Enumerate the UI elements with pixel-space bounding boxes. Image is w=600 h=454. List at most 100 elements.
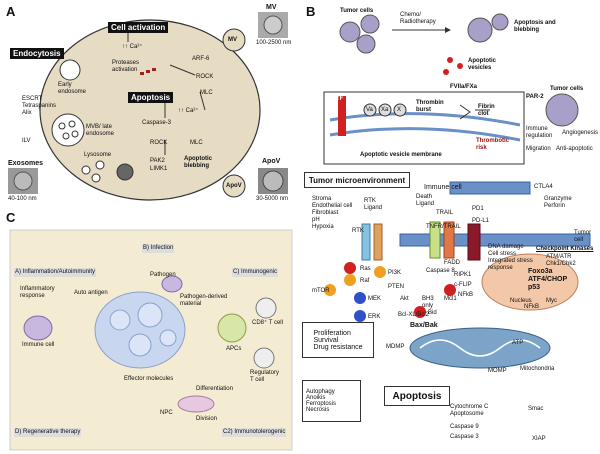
mlc-label-2: MLC <box>190 140 203 146</box>
mv-size: 100-2500 nm <box>256 40 292 46</box>
pdl1-label: PD-L1 <box>472 218 490 224</box>
mitochondria-shape <box>409 327 551 369</box>
pten-label: PTEN <box>388 284 405 290</box>
cd8-label: CD8⁺ T cell <box>252 320 283 326</box>
va-label: Va <box>366 107 373 113</box>
fadd-label: FADD <box>444 260 461 266</box>
nucleus-shape <box>481 253 579 311</box>
thrombin-label: Thrombin burst <box>416 100 444 113</box>
auto-antigen-label: Auto antigen <box>74 290 108 296</box>
panel-a: A Cell activation Endocytosis Apoptosis … <box>0 0 300 205</box>
proteases-label: Proteases activation <box>112 60 140 73</box>
tumor-cell-d-label: Tumor cell <box>574 230 592 243</box>
nfkb2-label: NFkB <box>524 304 539 310</box>
arf6-label: ARF-6 <box>192 56 210 62</box>
granzyme-label: Granzyme Perforin <box>544 196 572 209</box>
pathogen-label: Pathogen <box>150 272 176 278</box>
mv-title: MV <box>266 4 277 11</box>
immunogenic-label: C) Immunogenic <box>232 268 279 277</box>
apop-bleb-label: Apoptosis and blebbing <box>514 20 556 33</box>
par2-label: PAR-2 <box>526 94 544 100</box>
limk1-label: LIMK1 <box>150 166 168 172</box>
treg-label: Regulatory T cell <box>250 370 280 383</box>
bid-label: Bid <box>428 310 437 316</box>
panel-c-label: C <box>6 210 16 225</box>
stroma-label: Stroma Endothelial cell Fibroblast pH Hy… <box>312 196 353 230</box>
thrombotic-label: Thrombotic risk <box>476 138 509 151</box>
membrane-label: Apoptotic vesicle membrane <box>360 152 442 158</box>
division-label: Division <box>196 416 218 422</box>
myc-label: Myc <box>546 298 557 304</box>
apov-inner-label: ApoV <box>226 183 242 189</box>
tumor-cells2-label: Tumor cells <box>550 86 584 92</box>
nucleus-label: Nucleus <box>510 298 532 304</box>
ca-label-1: ↑↑ Ca²⁺ <box>122 44 143 50</box>
lysosome <box>116 163 134 181</box>
rock-label-1: ROCK <box>196 74 214 80</box>
panel-b-label: B <box>306 4 316 19</box>
cell-body <box>39 19 261 201</box>
autophagy-box: Autophagy Anoikis Ferroptosis Necrosis <box>302 380 361 422</box>
tumor-cells-label: Tumor cells <box>340 8 374 14</box>
baxbak-label: Bax/Bak <box>410 322 438 329</box>
trail-label: TRAIL <box>436 210 454 216</box>
immune-cell-shape <box>23 315 53 341</box>
mlc-label-1: MLC <box>200 90 213 96</box>
blebbing-label: Apoptotic blebbing <box>184 156 212 169</box>
death-ligand-label: Death Ligand <box>416 194 435 207</box>
apop-vesicles-label: Apoptotic vesicles <box>468 58 496 71</box>
tnfr-label: TNFR/TRAIL <box>426 224 461 230</box>
dna-damage-label: DNA damage Cell stress Integrated stress… <box>488 244 533 271</box>
immune-cell-label: Immune cell <box>22 342 55 348</box>
caspase8-label: Caspase 8 <box>426 268 455 274</box>
smac-label: Smac <box>528 406 544 412</box>
mdmp-label: MDMP <box>386 344 405 350</box>
apov-size: 30-5000 nm <box>256 196 289 202</box>
casp3-label: Caspase 3 <box>450 434 479 440</box>
xiap-label: XIAP <box>532 436 546 442</box>
apoptosis-box: Apoptosis <box>384 386 450 406</box>
mv-inner-label: MV <box>228 37 237 43</box>
checkpoint-label: Checkpoint Kinases <box>536 246 594 252</box>
regenerative-label: D) Regenerative therapy <box>14 428 82 437</box>
endocytosis-label: Endocytosis <box>10 48 64 60</box>
prolif-box: Proliferation Survival Drug resistance <box>302 322 374 358</box>
differentiation-label: Differentiation <box>196 386 233 392</box>
fviia-label: FVIIa/FXa <box>450 84 478 90</box>
pi3k-label: PI3K <box>388 270 402 276</box>
pathogen-derived-label: Pathogen-derived material <box>180 294 228 307</box>
migration-label: Migration <box>526 146 551 152</box>
atm-label: ATM/ATR Chk1/Chk2 <box>546 254 576 267</box>
ctla4-label: CTLA4 <box>534 184 553 190</box>
panel-b: B Tumor cells Chemo/ Radiotherapy Apopto… <box>300 0 600 170</box>
early-endosome <box>59 59 81 81</box>
mcl1-label: Mcl1 <box>444 296 457 302</box>
effector-label: Effector molecules <box>124 376 174 382</box>
panel-a-label: A <box>6 4 16 19</box>
npc-label: NPC <box>160 410 173 416</box>
foxo-label: Foxo3a ATF4/CHOP p53 <box>528 268 568 292</box>
panel-b-diagram <box>323 13 579 165</box>
rtk-ligand-label: RTK Ligand <box>364 198 383 211</box>
ilv-label: ILV <box>22 138 31 144</box>
panel-d-diagram <box>324 181 591 369</box>
apov-vesicle <box>222 174 246 198</box>
mito-label: Mitochondria <box>520 366 555 372</box>
mvb <box>51 113 85 147</box>
immune-reg-label: Immune regulation <box>526 126 553 139</box>
ras-label: Ras <box>360 266 371 272</box>
pak2-label: PAK2 <box>150 158 165 164</box>
cell-activation-label: Cell activation <box>108 22 169 34</box>
mtor-label: mTOR <box>312 288 330 294</box>
panel-d: D Tumor microenvironment Immune cell CTL… <box>300 172 600 454</box>
immunotolerogenic-label: C2) Immunotolerogenic <box>222 428 287 437</box>
immune-cell-d: Immune cell <box>424 184 462 191</box>
tf-label: TF <box>336 96 344 102</box>
momp-label: MOMP <box>488 368 507 374</box>
cytc-label: Cytochrome C Apoptosome <box>450 404 489 417</box>
rtk-label: RTK <box>352 228 364 234</box>
escrt-label: ESCRT Tetraspanins Alix <box>22 96 57 116</box>
cflip-label: c-FLIP <box>454 282 472 288</box>
tme-box: Tumor microenvironment <box>304 172 410 188</box>
exosomes-size: 40-100 nm <box>8 196 37 202</box>
